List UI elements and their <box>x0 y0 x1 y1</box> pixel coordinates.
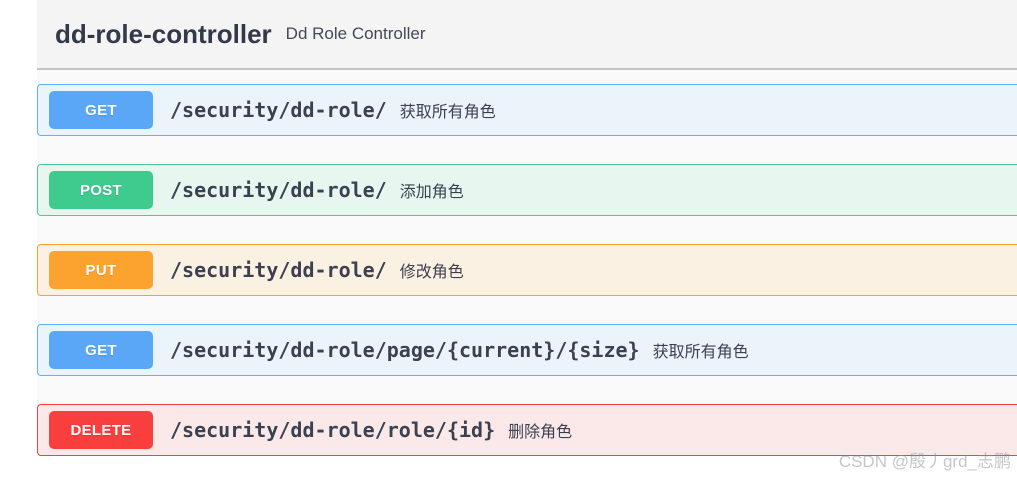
endpoint-row[interactable]: POST /security/dd-role/ 添加角色 <box>37 164 1017 216</box>
endpoint-summary: 获取所有角色 <box>652 344 749 361</box>
endpoint-row[interactable]: PUT /security/dd-role/ 修改角色 <box>37 244 1017 296</box>
endpoint-row[interactable]: GET /security/dd-role/page/{current}/{si… <box>37 324 1017 376</box>
endpoint-list: GET /security/dd-role/ 获取所有角色 POST /secu… <box>37 70 1017 456</box>
method-badge: DELETE <box>49 411 153 449</box>
method-badge: PUT <box>49 251 153 289</box>
endpoint-path: /security/dd-role/ <box>170 178 387 202</box>
endpoint-row[interactable]: GET /security/dd-role/ 获取所有角色 <box>37 84 1017 136</box>
endpoint-path: /security/dd-role/ <box>170 258 387 282</box>
tag-header[interactable]: dd-role-controller Dd Role Controller <box>37 0 1017 70</box>
api-tag-section: dd-role-controller Dd Role Controller GE… <box>37 0 1017 456</box>
tag-title: dd-role-controller <box>55 18 272 49</box>
endpoint-path: /security/dd-role/page/{current}/{size} <box>170 338 640 362</box>
method-badge: GET <box>49 331 153 369</box>
endpoint-path: /security/dd-role/role/{id} <box>170 418 496 442</box>
tag-description: Dd Role Controller <box>285 24 426 43</box>
method-badge: POST <box>49 171 153 209</box>
endpoint-summary: 添加角色 <box>399 184 464 201</box>
endpoint-summary: 修改角色 <box>399 264 464 281</box>
endpoint-row[interactable]: DELETE /security/dd-role/role/{id} 删除角色 <box>37 404 1017 456</box>
method-badge: GET <box>49 91 153 129</box>
endpoint-summary: 删除角色 <box>508 424 573 441</box>
endpoint-summary: 获取所有角色 <box>399 104 496 121</box>
endpoint-path: /security/dd-role/ <box>170 98 387 122</box>
